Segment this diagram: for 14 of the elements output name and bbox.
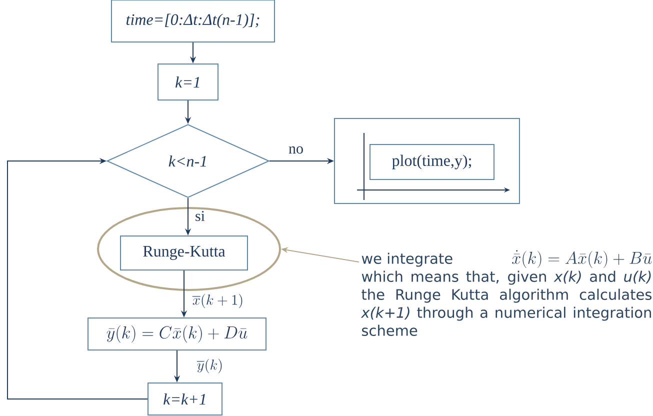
annotation-text: we integrate $\dot{\bar{x}}(k) = A\bar{x}(k) + B\bar{u}$ which means that, given x(k) and u(k) the Runge Kutta algorithm calculates x(k+1) through a numerical integration scheme xyxy=(360,250,652,336)
edge-label: $\overline{y}(k)$ xyxy=(196,358,224,374)
edge-label: no xyxy=(288,145,304,155)
arrow xyxy=(7,158,148,400)
edge-label: si xyxy=(194,210,206,222)
process-box: Runge-Kutta xyxy=(120,236,248,270)
highlight-ellipse xyxy=(97,207,281,291)
process-box: k=k+1 xyxy=(148,382,222,416)
process-box: plot(time,y); xyxy=(370,144,494,180)
process-box: k=1 xyxy=(158,64,218,100)
process-box: time=[0:Δt:Δt(n-1)]; xyxy=(111,0,275,42)
edge-label: $\overline{x}(k+1)$ xyxy=(191,292,245,310)
process-box: $\bar{y}(k) = C\bar{x}(k) + D\bar{u}$ xyxy=(88,318,266,350)
plot-frame xyxy=(334,118,520,204)
